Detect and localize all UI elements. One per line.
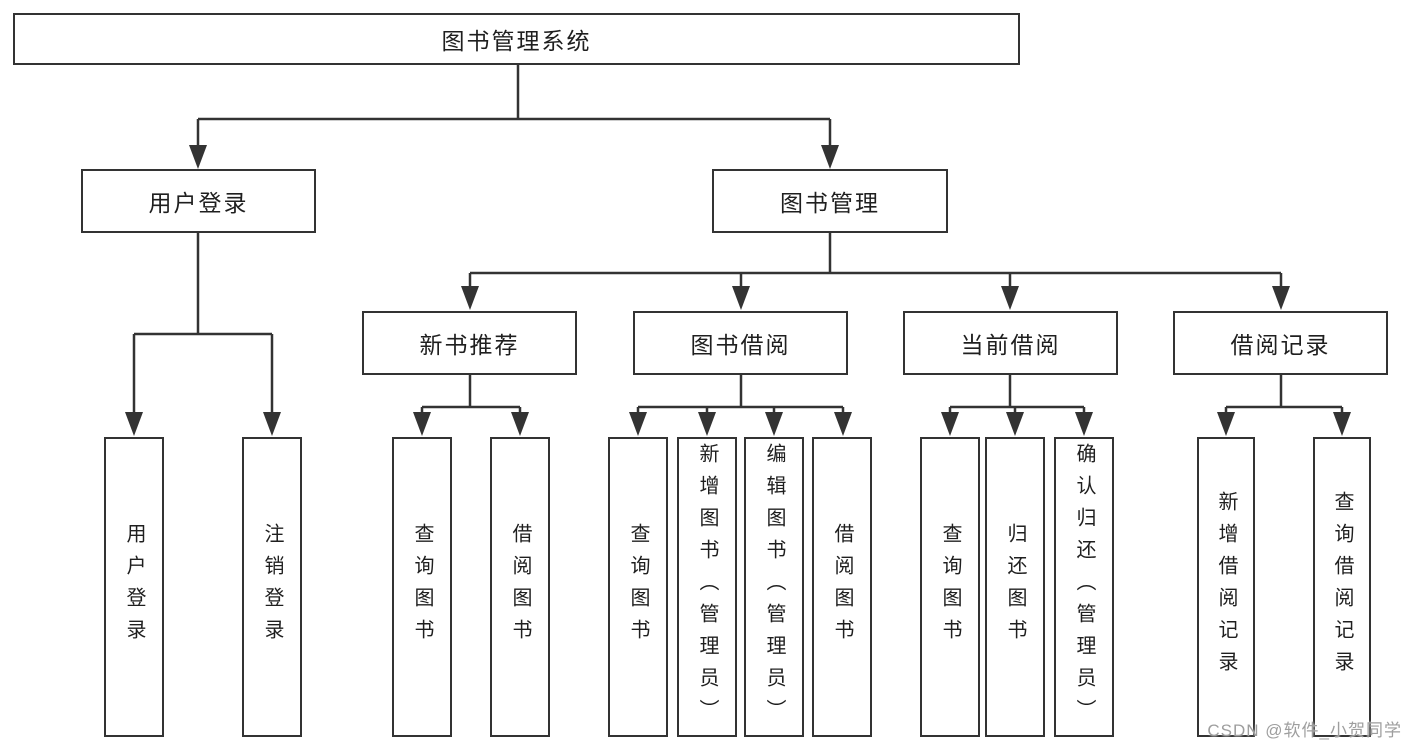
node-user-login-leaf: 用户登录 (104, 437, 164, 737)
node-confirm-return-admin: 确认归还（管理员） (1054, 437, 1114, 737)
node-query-books-recommend: 查询图书 (392, 437, 452, 737)
node-borrow-books-recommend: 借阅图书 (490, 437, 550, 737)
node-borrowing-records: 借阅记录 (1173, 311, 1388, 375)
node-root: 图书管理系统 (13, 13, 1020, 65)
node-return-books: 归还图书 (985, 437, 1045, 737)
node-edit-books-admin: 编辑图书（管理员） (744, 437, 804, 737)
node-user-login: 用户登录 (81, 169, 316, 233)
node-logout: 注销登录 (242, 437, 302, 737)
node-book-management: 图书管理 (712, 169, 948, 233)
node-new-book-recommend: 新书推荐 (362, 311, 577, 375)
node-query-books-current: 查询图书 (920, 437, 980, 737)
node-query-borrow-record: 查询借阅记录 (1313, 437, 1371, 737)
node-add-books-admin: 新增图书（管理员） (677, 437, 737, 737)
node-borrow-books-leaf: 借阅图书 (812, 437, 872, 737)
watermark: CSDN @软件_小贺同学 (1207, 721, 1402, 740)
node-query-books-borrowing: 查询图书 (608, 437, 668, 737)
node-current-borrowing: 当前借阅 (903, 311, 1118, 375)
node-book-borrowing: 图书借阅 (633, 311, 848, 375)
node-add-borrow-record: 新增借阅记录 (1197, 437, 1255, 737)
